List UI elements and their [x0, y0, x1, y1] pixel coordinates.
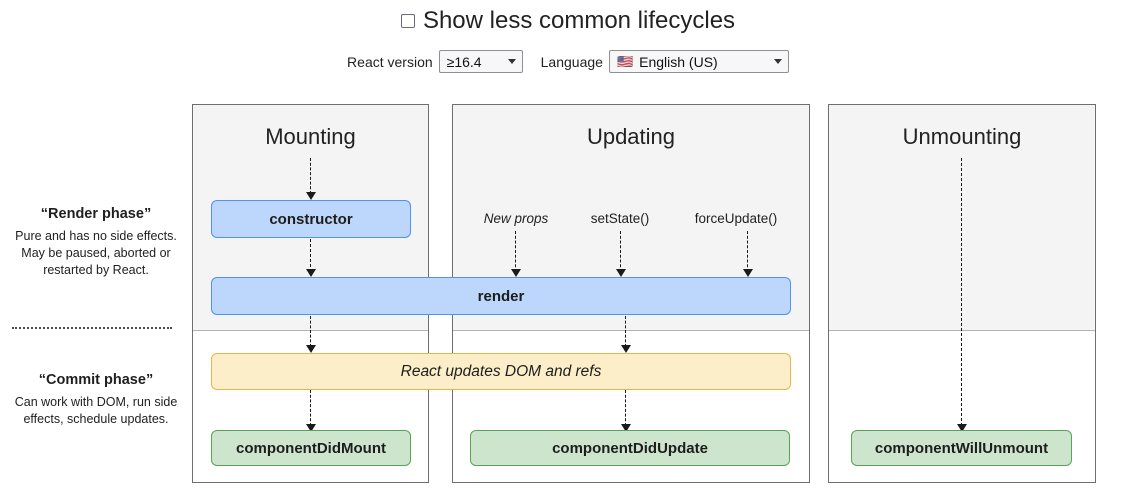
react-version-select[interactable]: ≥16.4: [438, 50, 523, 73]
arrow-head-forceupdate-to-render: [743, 269, 753, 277]
legend-divider: [12, 327, 172, 329]
arrow-head-new-props-to-render: [511, 269, 521, 277]
arrow-new-props-to-render: [515, 231, 516, 272]
arrow-head-react-updates-to-did-mount: [306, 424, 316, 432]
arrow-setstate-to-render: [620, 231, 621, 272]
unmounting-render-phase-region: [829, 105, 1095, 331]
lifecycle-box-react-updates-dom-and-refs[interactable]: React updates DOM and refs: [211, 353, 791, 390]
react-version-group: React version ≥16.4: [347, 50, 523, 73]
trigger-new-props: New props: [483, 211, 549, 226]
checkbox-unchecked-icon[interactable]: [400, 14, 415, 29]
header-title: Show less common lifecycles: [422, 7, 736, 34]
arrow-head-mounting-to-constructor: [306, 192, 316, 200]
legend-commit-phase-description: Can work with DOM, run side effects, sch…: [14, 395, 178, 426]
column-updating-title: Updating: [586, 124, 676, 149]
language-value: English (US): [639, 53, 718, 70]
lifecycle-box-component-did-mount[interactable]: componentDidMount: [211, 430, 411, 466]
show-less-common-lifecycles-toggle[interactable]: Show less common lifecycles: [400, 7, 736, 34]
column-mounting-title: Mounting: [265, 124, 356, 149]
arrow-forceupdate-to-render: [747, 231, 748, 272]
arrow-head-setstate-to-render: [616, 269, 626, 277]
arrow-unmounting-to-will-unmount: [961, 158, 962, 426]
arrow-render-to-react-updates-updating: [625, 316, 626, 347]
arrow-head-render-to-react-updates: [306, 345, 316, 353]
arrow-react-updates-to-did-update: [625, 390, 626, 426]
language-group: Language 🇺🇸 English (US): [541, 50, 789, 73]
lifecycle-box-component-did-update[interactable]: componentDidUpdate: [470, 430, 790, 466]
language-label: Language: [540, 53, 603, 70]
legend-render-phase: “Render phase” Pure and has no side effe…: [8, 206, 184, 279]
arrow-head-constructor-to-render: [306, 269, 316, 277]
arrow-head-react-updates-to-did-update: [621, 424, 631, 432]
arrow-react-updates-to-did-mount: [310, 390, 311, 426]
arrow-head-unmounting-to-will-unmount: [957, 424, 967, 432]
legend-commit-phase: “Commit phase” Can work with DOM, run si…: [8, 372, 184, 428]
arrow-mounting-to-constructor: [310, 158, 311, 194]
chevron-down-icon: [773, 59, 782, 64]
lifecycle-box-component-will-unmount[interactable]: componentWillUnmount: [851, 430, 1072, 466]
lifecycle-box-constructor[interactable]: constructor: [211, 200, 411, 238]
language-select[interactable]: 🇺🇸 English (US): [608, 50, 789, 73]
language-value-wrap: 🇺🇸 English (US): [617, 54, 718, 70]
legend-render-phase-description: Pure and has no side effects. May be pau…: [15, 229, 177, 277]
trigger-forceupdate: forceUpdate(): [694, 211, 778, 226]
legend-commit-phase-title: “Commit phase”: [38, 372, 154, 388]
chevron-down-icon: [507, 59, 516, 64]
legend-render-phase-title: “Render phase”: [40, 206, 152, 222]
trigger-setstate: setState(): [590, 211, 650, 226]
lifecycle-box-render[interactable]: render: [211, 277, 791, 315]
react-version-value: ≥16.4: [446, 53, 482, 70]
controls-row: React version ≥16.4 Language 🇺🇸 English …: [0, 50, 1136, 73]
arrow-head-render-to-react-updates-updating: [621, 345, 631, 353]
column-unmounting-title: Unmounting: [902, 124, 1022, 149]
column-unmounting: Unmounting: [828, 104, 1096, 483]
react-version-label: React version: [347, 53, 433, 70]
arrow-constructor-to-render: [310, 239, 311, 272]
us-flag-icon: 🇺🇸: [616, 54, 634, 69]
header: Show less common lifecycles: [0, 7, 1136, 34]
arrow-render-to-react-updates: [310, 316, 311, 347]
